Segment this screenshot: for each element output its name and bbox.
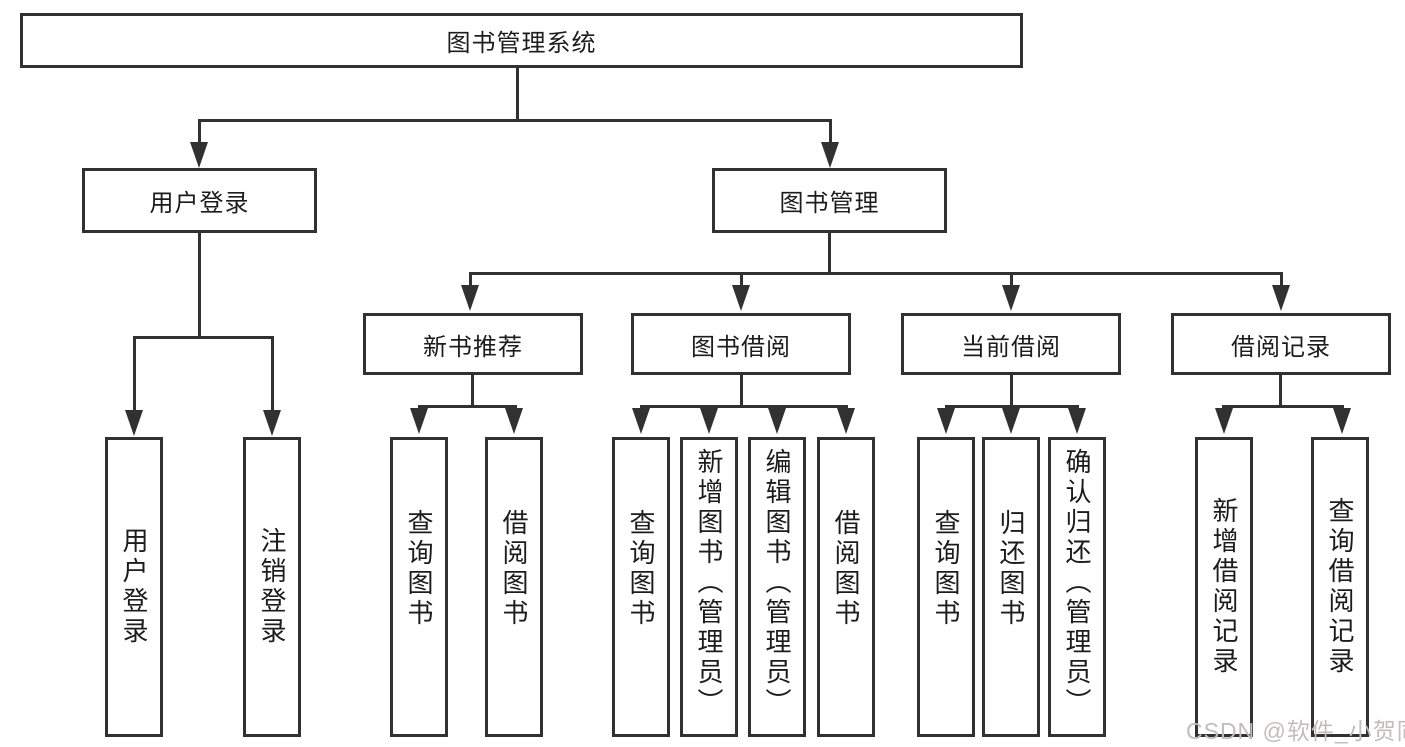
leaf-label: 用户登录 bbox=[119, 527, 149, 647]
connector-line bbox=[945, 405, 1079, 408]
arrow-down-icon bbox=[732, 285, 750, 311]
arrow-down-icon bbox=[1215, 408, 1233, 434]
connector-line bbox=[1010, 272, 1013, 285]
leaf-add-books-admin: 新增图书（管理员） bbox=[680, 437, 738, 737]
leaf-label: 查询图书 bbox=[626, 509, 656, 629]
arrow-down-icon bbox=[1002, 408, 1020, 434]
arrow-down-icon bbox=[632, 408, 650, 434]
leaf-query-borrow-record: 查询借阅记录 bbox=[1311, 437, 1369, 737]
arrow-down-icon bbox=[1333, 408, 1351, 434]
connector-line bbox=[198, 119, 832, 122]
leaf-label: 查询图书 bbox=[404, 509, 434, 629]
node-borrowing-records: 借阅记录 bbox=[1171, 313, 1391, 375]
leaf-query-books-3: 查询图书 bbox=[917, 437, 975, 737]
arrow-down-icon bbox=[505, 408, 523, 434]
connector-line bbox=[133, 336, 274, 339]
arrow-down-icon bbox=[190, 142, 208, 168]
connector-line bbox=[469, 272, 472, 285]
node-current-borrowing: 当前借阅 bbox=[901, 313, 1121, 375]
leaf-label: 归还图书 bbox=[996, 509, 1026, 629]
arrow-down-icon bbox=[1002, 285, 1020, 311]
arrow-down-icon bbox=[768, 408, 786, 434]
arrow-down-icon bbox=[410, 408, 428, 434]
leaf-label: 注销登录 bbox=[257, 527, 287, 647]
arrow-down-icon bbox=[937, 408, 955, 434]
leaf-label: 查询图书 bbox=[931, 509, 961, 629]
leaf-borrow-books-1: 借阅图书 bbox=[485, 437, 543, 737]
leaf-label: 新增图书（管理员） bbox=[694, 448, 724, 718]
arrow-down-icon bbox=[1272, 285, 1290, 311]
leaf-user-login: 用户登录 bbox=[105, 437, 163, 737]
leaf-label: 确认归还（管理员） bbox=[1062, 448, 1092, 718]
connector-line bbox=[640, 405, 848, 408]
leaf-query-books-1: 查询图书 bbox=[390, 437, 448, 737]
arrow-down-icon bbox=[461, 285, 479, 311]
leaf-confirm-return-admin: 确认归还（管理员） bbox=[1048, 437, 1106, 737]
node-book-management: 图书管理 bbox=[712, 168, 947, 233]
arrow-down-icon bbox=[837, 408, 855, 434]
connector-line bbox=[1280, 272, 1283, 285]
leaf-return-books: 归还图书 bbox=[982, 437, 1040, 737]
connector-line bbox=[471, 375, 474, 408]
connector-line bbox=[1010, 375, 1013, 408]
connector-line bbox=[133, 336, 136, 411]
connector-line bbox=[1279, 375, 1282, 408]
leaf-query-books-2: 查询图书 bbox=[612, 437, 670, 737]
node-new-book-recommend: 新书推荐 bbox=[363, 313, 583, 375]
connector-line bbox=[740, 375, 743, 408]
arrow-down-icon bbox=[125, 410, 143, 436]
watermark: CSDN @软件_小贺同学 bbox=[1186, 718, 1405, 744]
node-user-login: 用户登录 bbox=[82, 168, 317, 233]
connector-line bbox=[469, 272, 1283, 275]
leaf-label: 借阅图书 bbox=[831, 509, 861, 629]
connector-line bbox=[418, 405, 517, 408]
leaf-add-borrow-record: 新增借阅记录 bbox=[1195, 437, 1253, 737]
node-root: 图书管理系统 bbox=[20, 13, 1023, 68]
leaf-label: 查询借阅记录 bbox=[1325, 497, 1355, 677]
connector-line bbox=[271, 336, 274, 411]
connector-line bbox=[516, 68, 519, 122]
connector-line bbox=[1222, 405, 1344, 408]
connector-line bbox=[198, 233, 201, 339]
connector-line bbox=[828, 233, 831, 275]
connector-line bbox=[740, 272, 743, 285]
node-book-borrowing: 图书借阅 bbox=[631, 313, 851, 375]
leaf-borrow-books-2: 借阅图书 bbox=[817, 437, 875, 737]
arrow-down-icon bbox=[700, 408, 718, 434]
arrow-down-icon bbox=[1068, 408, 1086, 434]
connector-line bbox=[198, 119, 201, 145]
leaf-label: 新增借阅记录 bbox=[1209, 497, 1239, 677]
leaf-label: 编辑图书（管理员） bbox=[762, 448, 792, 718]
leaf-edit-books-admin: 编辑图书（管理员） bbox=[748, 437, 806, 737]
connector-line bbox=[829, 119, 832, 145]
leaf-logout: 注销登录 bbox=[243, 437, 301, 737]
arrow-down-icon bbox=[263, 410, 281, 436]
arrow-down-icon bbox=[821, 142, 839, 168]
leaf-label: 借阅图书 bbox=[499, 509, 529, 629]
